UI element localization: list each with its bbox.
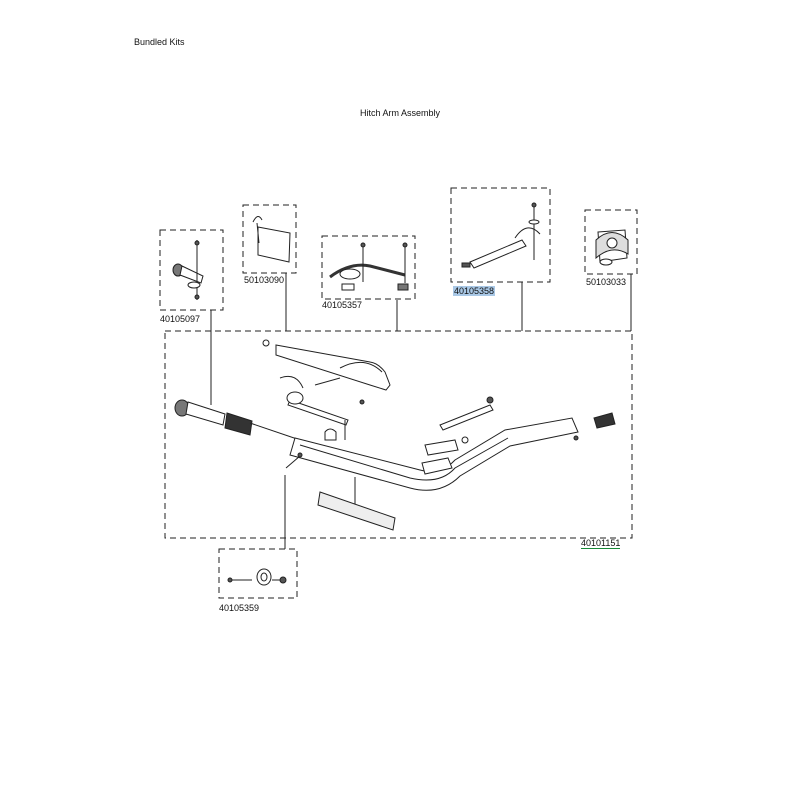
part-number-label: 40105097: [160, 314, 201, 324]
part-number-label-selected[interactable]: 40105358: [453, 286, 496, 296]
kit-box-40105097: [159, 229, 224, 311]
kit-box-40105359: [218, 548, 298, 599]
kit-40105358-parts: [461, 202, 541, 269]
kit-40105097-parts: [172, 240, 204, 300]
part-number-label: 40105357: [322, 300, 363, 310]
kit-50103033-parts: [595, 229, 629, 266]
leader-lines: [210, 273, 632, 549]
kit-box-50103033: [584, 209, 638, 275]
kit-40105359-parts: [227, 568, 287, 586]
kit-40101151-parts: [174, 339, 616, 531]
kit-50103090-parts: [252, 216, 291, 263]
kit-box-40105357: [321, 235, 416, 300]
kit-box-40105358: [450, 187, 551, 283]
diagram-title: Hitch Arm Assembly: [359, 108, 441, 118]
section-header: Bundled Kits: [134, 37, 185, 47]
part-number-link[interactable]: 40101151: [581, 538, 621, 549]
part-number-label: 50103033: [586, 277, 627, 287]
kit-40105357-parts: [329, 242, 409, 291]
part-number-label: 40105359: [219, 603, 260, 613]
kit-box-40101151: [164, 330, 633, 539]
part-number-label: 50103090: [244, 275, 285, 285]
